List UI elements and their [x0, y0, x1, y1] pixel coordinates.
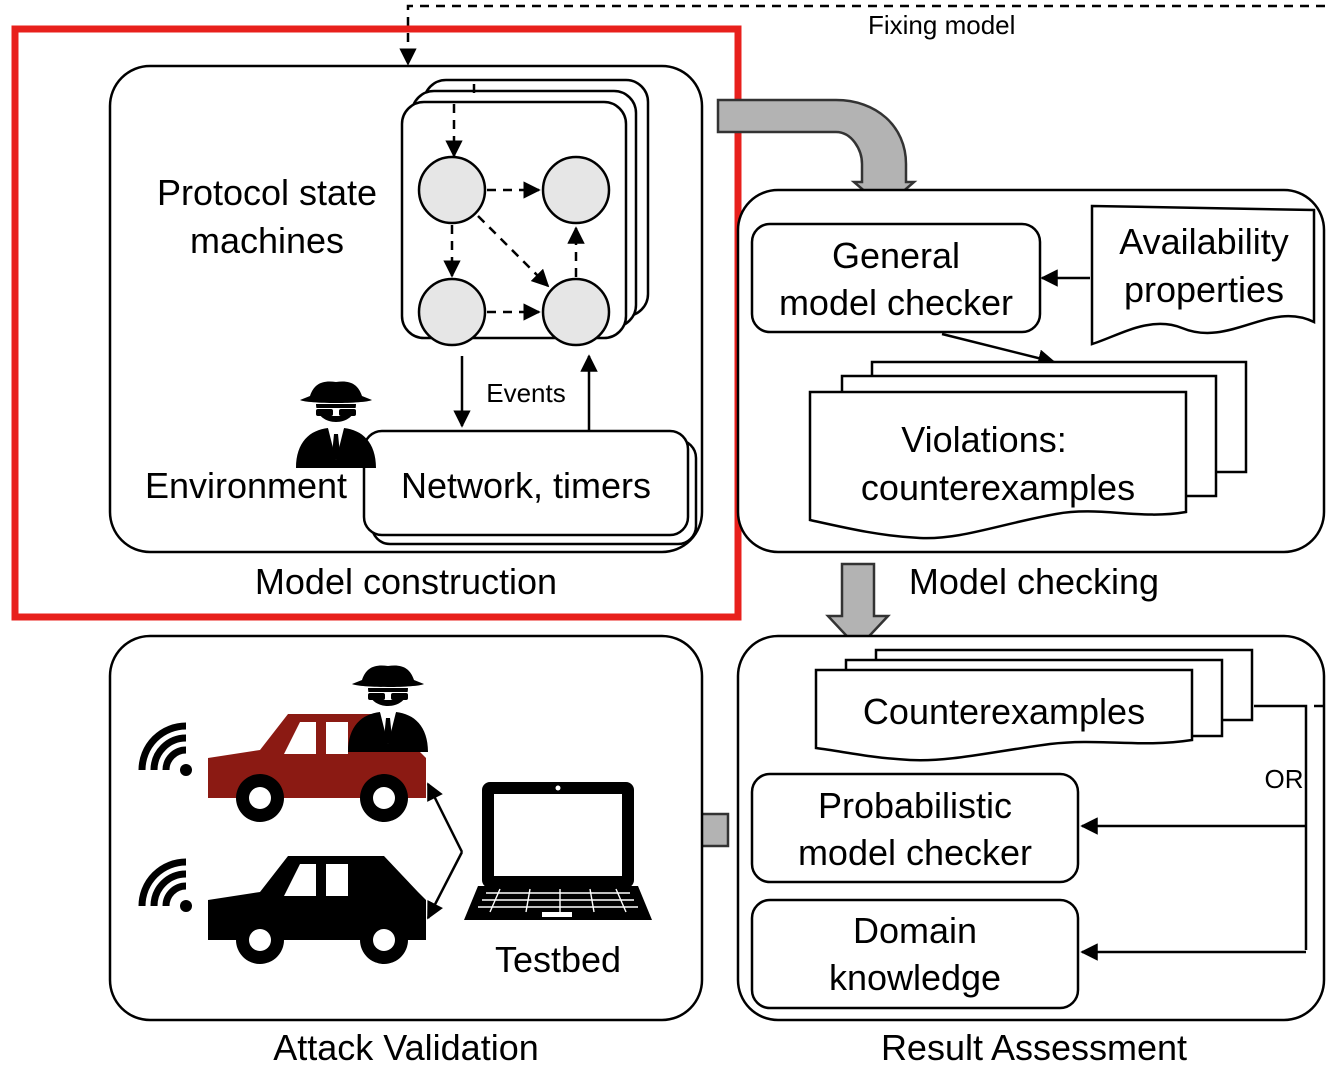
domain-knowledge-box [750, 898, 1080, 1010]
availability-line1: Availability [1119, 221, 1288, 262]
counterexamples-doc-front [814, 668, 1194, 762]
domain-line1: Domain [853, 910, 977, 951]
or-routing-line [1254, 704, 1308, 950]
model-checking-caption: Model checking [909, 561, 1159, 602]
laptop-icon [464, 782, 652, 920]
checking-to-assessment-arrow [825, 562, 891, 650]
probabilistic-checker-box [750, 772, 1080, 884]
model-checking-panel: General model checker Availability prope… [736, 188, 1326, 602]
counterexamples-label: Counterexamples [863, 691, 1145, 732]
violations-line1: Violations: [901, 419, 1066, 460]
environment-label: Environment [145, 465, 347, 506]
state-node-4 [541, 277, 611, 347]
events-label: Events [486, 378, 566, 408]
violations-doc-front [808, 390, 1188, 540]
result-assessment-panel: Counterexamples OR Probabilistic model c… [736, 634, 1326, 1068]
car-icon-2 [208, 856, 426, 964]
general-checker-line2: model checker [779, 282, 1013, 323]
feedback-arrow [399, 4, 1325, 66]
state-node-1 [417, 155, 487, 225]
fsm-label-line1: Protocol state [157, 172, 377, 213]
fixing-model-feedback: Fixing model [399, 4, 1325, 66]
violations-line2: counterexamples [861, 467, 1135, 508]
result-assessment-caption: Result Assessment [881, 1027, 1187, 1068]
model-construction-panel: Protocol state machines Events Network, … [108, 64, 704, 602]
model-construction-caption: Model construction [255, 561, 557, 602]
construction-to-checking-arrow [716, 98, 918, 210]
testbed-to-car2-arrow [426, 851, 464, 920]
or-label: OR [1265, 764, 1304, 794]
transition-1-4 [477, 215, 550, 288]
testbed-to-car1-arrow [426, 782, 464, 853]
general-checker-box [750, 222, 1042, 334]
attack-validation-panel: Testbed Attack Validation [108, 634, 704, 1068]
general-checker-line1: General [832, 235, 960, 276]
fixing-model-label: Fixing model [868, 10, 1015, 40]
network-label: Network, timers [401, 465, 651, 506]
attack-validation-caption: Attack Validation [273, 1027, 538, 1068]
fsm-label-line2: machines [190, 220, 344, 261]
availability-properties-doc [1090, 204, 1316, 346]
testbed-label: Testbed [495, 939, 621, 980]
domain-line2: knowledge [829, 957, 1001, 998]
availability-line2: properties [1124, 269, 1284, 310]
network-box [362, 429, 690, 537]
checker-to-violations-arrow [941, 332, 1056, 367]
probabilistic-line1: Probabilistic [818, 785, 1012, 826]
probabilistic-line2: model checker [798, 832, 1032, 873]
state-node-3 [417, 277, 487, 347]
car-icon-1 [208, 714, 426, 822]
state-node-2 [541, 155, 611, 225]
